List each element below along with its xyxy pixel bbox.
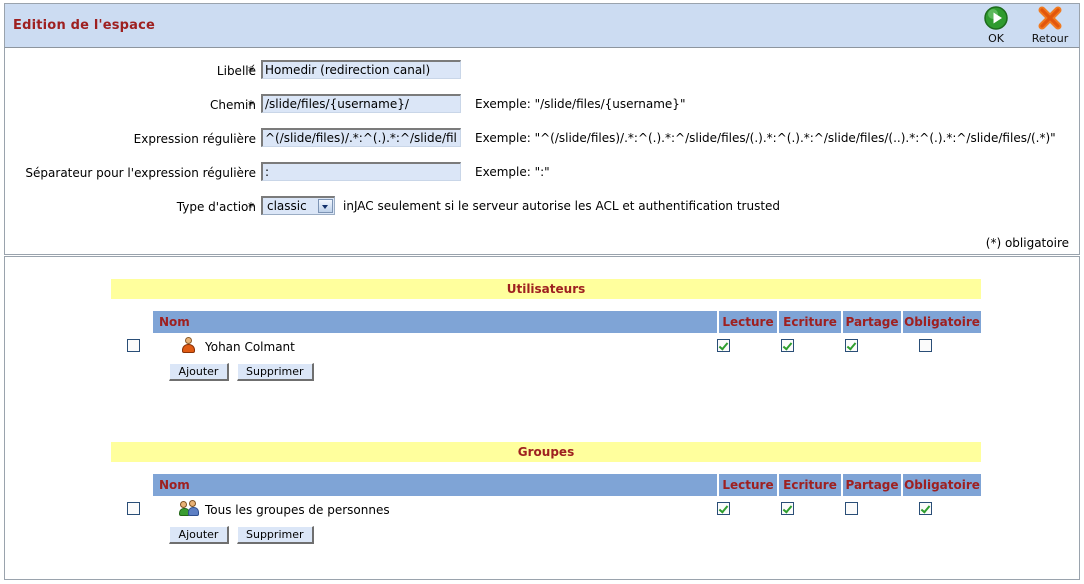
users-action-buttons: Ajouter Supprimer [169, 363, 981, 381]
retour-button-label: Retour [1031, 32, 1069, 45]
users-col-lecture: Lecture [719, 311, 777, 333]
users-remove-button[interactable]: Supprimer [237, 363, 314, 381]
retour-button[interactable]: Retour [1027, 6, 1073, 45]
label-chemin: Chemin [210, 98, 256, 112]
space-edit-form: Libellé * Chemin * Exemple: "/slide/file… [4, 48, 1080, 255]
label-libelle: Libellé [216, 64, 256, 78]
group-row-name: Tous les groupes de personnes [205, 503, 390, 517]
groups-table-header: Nom Lecture Ecriture Partage Obligatoire [153, 474, 981, 496]
groups-col-ecriture: Ecriture [779, 474, 841, 496]
groups-col-nom: Nom [153, 474, 717, 496]
form-row-separateur: Séparateur pour l'expression régulière E… [5, 162, 1079, 184]
ok-button-label: OK [988, 32, 1004, 45]
regex-example-text: Exemple: "^(/slide/files)/.*:^(.).*:^/sl… [475, 131, 1056, 145]
close-cross-icon [1027, 6, 1073, 32]
person-icon [181, 336, 199, 356]
play-circle-icon [973, 6, 1019, 32]
groups-col-partage: Partage [843, 474, 901, 496]
groups-section-title: Groupes [111, 442, 981, 462]
groups-section: Groupes Nom Lecture Ecriture Partage Obl… [111, 442, 981, 544]
group-ecriture-checkbox[interactable] [780, 502, 794, 515]
group-icon [179, 499, 199, 519]
group-lecture-checkbox[interactable] [716, 502, 730, 515]
group-lecture-cell [716, 502, 730, 516]
label-separateur: Séparateur pour l'expression régulière [25, 166, 256, 180]
chemin-example-text: Exemple: "/slide/files/{username}" [475, 97, 686, 111]
separateur-example-text: Exemple: ":" [475, 165, 550, 179]
user-obligatoire-cell [918, 339, 932, 353]
users-col-partage: Partage [843, 311, 901, 333]
libelle-input[interactable] [261, 60, 461, 79]
groups-col-obligatoire: Obligatoire [903, 474, 981, 496]
type-action-select[interactable]: classic [261, 196, 335, 215]
user-ecriture-cell [780, 339, 794, 353]
chemin-input[interactable] [261, 94, 461, 113]
users-add-button[interactable]: Ajouter [169, 363, 229, 381]
user-row-select-checkbox[interactable] [127, 339, 140, 352]
expression-reguliere-input[interactable] [261, 128, 461, 147]
type-action-selected-value: classic [267, 199, 307, 213]
users-col-ecriture: Ecriture [779, 311, 841, 333]
groups-add-button[interactable]: Ajouter [169, 526, 229, 544]
users-section-title: Utilisateurs [111, 279, 981, 299]
groups-col-lecture: Lecture [719, 474, 777, 496]
user-row-name: Yohan Colmant [205, 340, 295, 354]
required-fields-note: (*) obligatoire [985, 236, 1069, 250]
group-partage-checkbox[interactable] [844, 502, 858, 515]
users-col-nom: Nom [153, 311, 717, 333]
form-row-type-action: Type d'action * classic inJAC seulement … [5, 196, 1079, 218]
ok-button[interactable]: OK [973, 6, 1019, 45]
group-obligatoire-checkbox[interactable] [918, 502, 932, 515]
user-lecture-cell [716, 339, 730, 353]
user-partage-checkbox[interactable] [844, 339, 858, 352]
type-action-note: inJAC seulement si le serveur autorise l… [343, 199, 781, 213]
groups-action-buttons: Ajouter Supprimer [169, 526, 981, 544]
titlebar-actions: OK Retour [973, 6, 1073, 45]
group-partage-cell [844, 502, 858, 516]
group-row-select-checkbox[interactable] [127, 502, 140, 515]
table-row: Yohan Colmant [127, 333, 981, 361]
user-ecriture-checkbox[interactable] [780, 339, 794, 352]
group-ecriture-cell [780, 502, 794, 516]
window-titlebar: Edition de l'espace OK [4, 3, 1080, 48]
table-row: Tous les groupes de personnes [127, 496, 981, 524]
required-marker-chemin: * [248, 98, 254, 112]
page-title: Edition de l'espace [13, 18, 156, 33]
form-row-libelle: Libellé * [5, 60, 1079, 82]
chevron-down-icon[interactable] [318, 199, 333, 213]
permissions-panel: Utilisateurs Nom Lecture Ecriture Partag… [4, 256, 1080, 580]
required-marker-libelle: * [248, 64, 254, 78]
label-expression-reguliere: Expression régulière [133, 132, 256, 146]
users-col-obligatoire: Obligatoire [903, 311, 981, 333]
separateur-input[interactable] [261, 162, 461, 181]
groups-remove-button[interactable]: Supprimer [237, 526, 314, 544]
required-marker-type-action: * [248, 200, 254, 214]
label-type-action: Type d'action [176, 200, 256, 214]
users-section: Utilisateurs Nom Lecture Ecriture Partag… [111, 279, 981, 381]
users-table-header: Nom Lecture Ecriture Partage Obligatoire [153, 311, 981, 333]
user-lecture-checkbox[interactable] [716, 339, 730, 352]
group-obligatoire-cell [918, 502, 932, 516]
user-partage-cell [844, 339, 858, 353]
user-obligatoire-checkbox[interactable] [918, 339, 932, 352]
form-row-regex: Expression régulière Exemple: "^(/slide/… [5, 128, 1079, 150]
form-row-chemin: Chemin * Exemple: "/slide/files/{usernam… [5, 94, 1079, 116]
